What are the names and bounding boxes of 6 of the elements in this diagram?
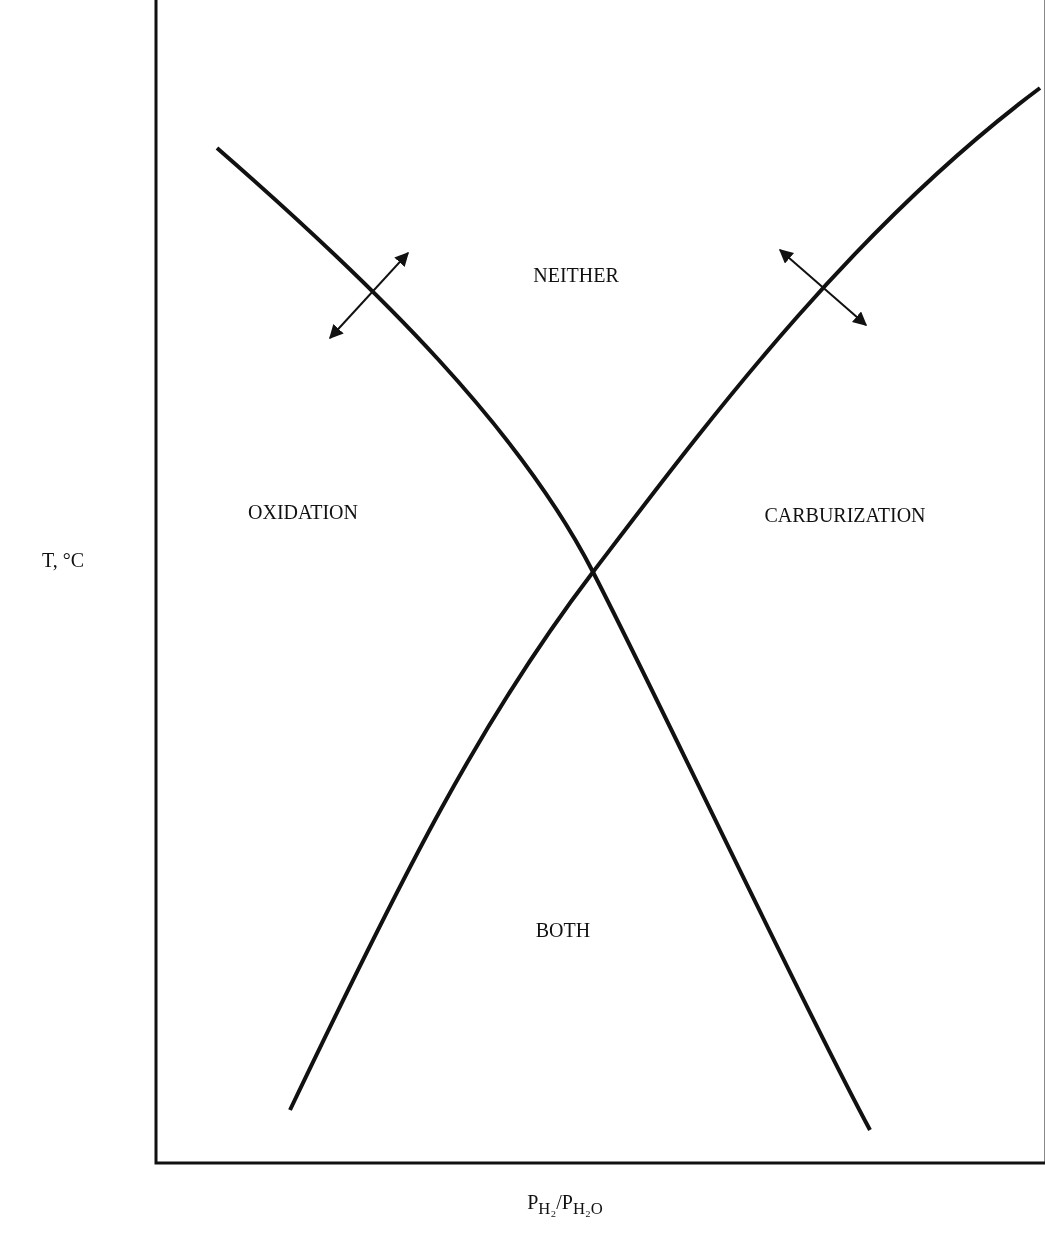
region-label: NEITHER bbox=[533, 263, 619, 287]
axis-title: T, °C bbox=[41, 548, 85, 572]
region-label: BOTH bbox=[535, 918, 591, 942]
region-label: CARBURIZATION bbox=[764, 503, 926, 527]
region-label: OXIDATION bbox=[248, 500, 358, 524]
axis-title: P$_{H₂}$/P$_{H₂O}$ bbox=[527, 1191, 603, 1219]
